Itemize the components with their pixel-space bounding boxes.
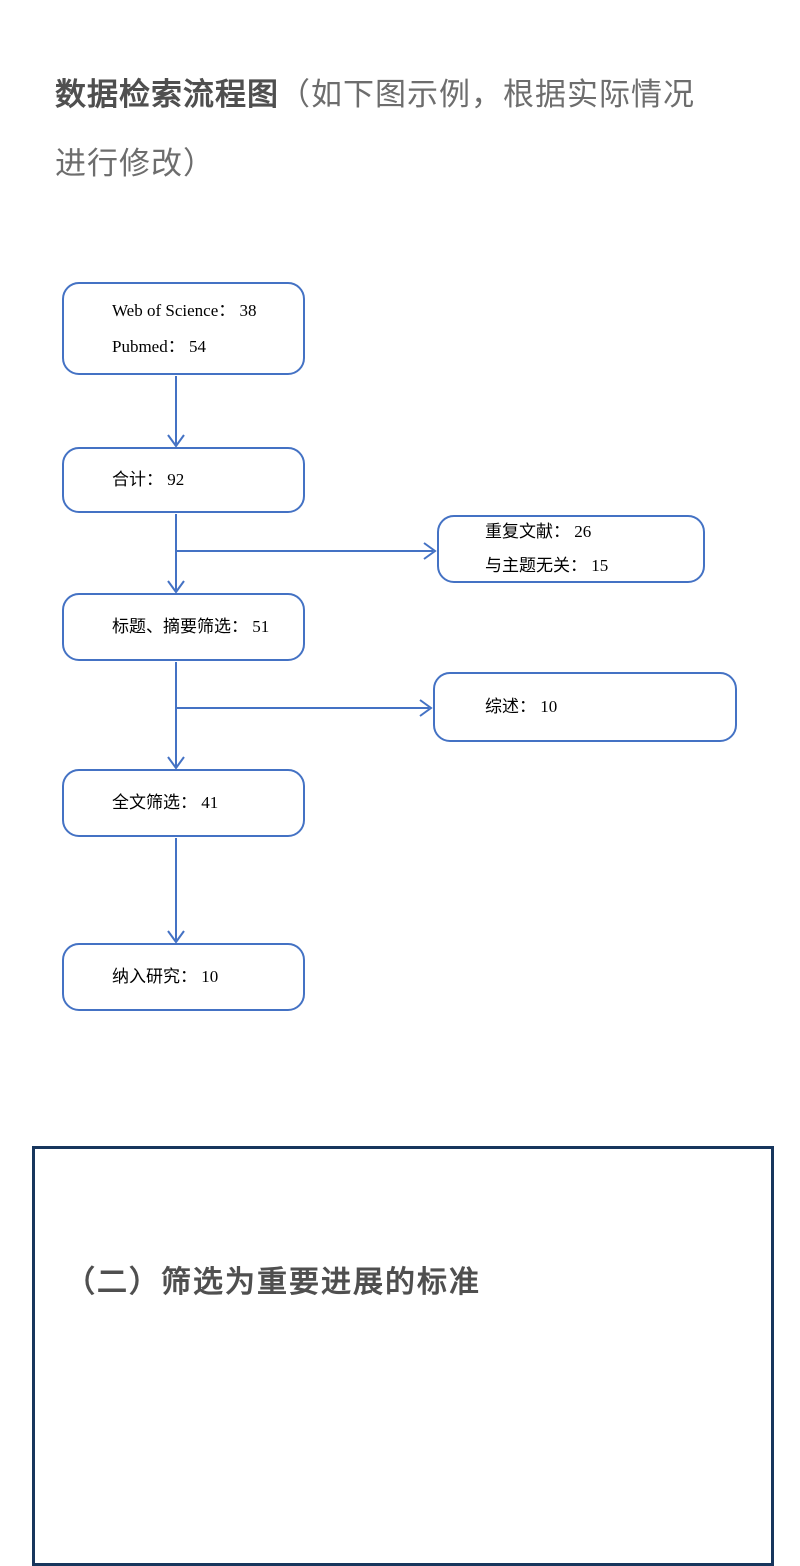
flow-box-fulltext-label: 全文筛选： 41 (112, 793, 219, 812)
page-title-paren-line1: （如下图示例，根据实际情况 (279, 77, 695, 112)
flow-box-excluded-duplicates: 重复文献： 26 与主题无关： 15 (437, 515, 705, 583)
flow-box-excluded-duplicates-line2: 与主题无关： 15 (485, 556, 609, 575)
flow-box-sources-line1: Web of Science： 38 (112, 300, 257, 320)
flow-box-sources: Web of Science： 38 Pubmed： 54 (62, 282, 305, 375)
page-title: 数据检索流程图（如下图示例，根据实际情况 进行修改） (55, 60, 775, 198)
arrowhead-fulltext-included (167, 930, 185, 944)
arrowhead-screening-fulltext (167, 756, 185, 770)
flow-box-total: 合计： 92 (62, 447, 305, 513)
arrowhead-total-screening (167, 580, 185, 594)
flow-box-reviews-label: 综述： 10 (485, 697, 558, 716)
flow-box-reviews-excluded: 综述： 10 (433, 672, 737, 742)
flow-box-title-abstract-screening: 标题、摘要筛选： 51 (62, 593, 305, 661)
section-criteria: （二）筛选为重要进展的标准 (32, 1146, 774, 1566)
page-title-bold: 数据检索流程图 (55, 77, 279, 112)
flow-box-excluded-duplicates-line1: 重复文献： 26 (485, 522, 592, 541)
arrowhead-branch-excluded1 (423, 542, 437, 560)
flow-box-included-label: 纳入研究： 10 (112, 967, 219, 986)
flow-box-fulltext-screening: 全文筛选： 41 (62, 769, 305, 837)
flow-box-total-label: 合计： 92 (112, 470, 185, 489)
section-criteria-heading: （二）筛选为重要进展的标准 (65, 1266, 481, 1299)
flowchart: Web of Science： 38 Pubmed： 54 合计： 92 重复文… (62, 282, 737, 1011)
flow-box-title-abstract-label: 标题、摘要筛选： 51 (112, 617, 270, 636)
arrowhead-sources-total (167, 434, 185, 448)
page-title-paren-line2: 进行修改） (55, 146, 215, 181)
flow-box-sources-line2: Pubmed： 54 (112, 336, 206, 356)
flow-box-included-studies: 纳入研究： 10 (62, 943, 305, 1011)
arrowhead-branch-reviews (419, 699, 433, 717)
